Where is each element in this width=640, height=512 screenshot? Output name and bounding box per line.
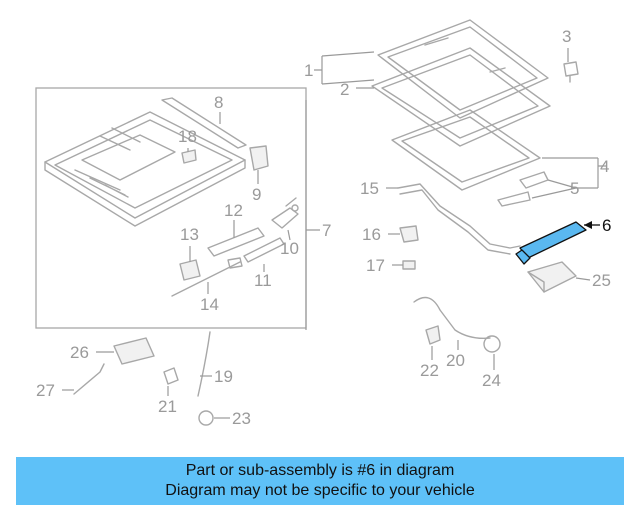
part-27-hose [73, 363, 105, 395]
sunroof-frame [44, 111, 246, 227]
part-22-clip [425, 325, 441, 345]
part-20-hose [413, 296, 491, 340]
label-21: 21 [158, 397, 177, 416]
label-11: 11 [254, 271, 272, 290]
label-9: 9 [252, 185, 261, 204]
label-1: 1 [304, 61, 313, 80]
leader-lines [62, 48, 606, 419]
part-25-module [527, 261, 577, 293]
part-26-unit [113, 337, 155, 365]
label-23: 23 [232, 409, 251, 428]
label-27: 27 [36, 381, 55, 400]
part-4-panel [391, 109, 541, 191]
label-15: 15 [360, 179, 379, 198]
label-17: 17 [366, 256, 385, 275]
label-12: 12 [224, 201, 243, 220]
parts-diagram: 1 2 3 4 5 6 7 8 9 10 11 12 13 14 15 16 1… [35, 19, 611, 428]
part-13-motor [179, 259, 201, 281]
part-9-bracket [249, 145, 269, 171]
label-16: 16 [362, 225, 381, 244]
part-17-clip [402, 260, 416, 270]
part-11-link [243, 237, 285, 263]
label-10: 10 [280, 239, 299, 258]
label-3: 3 [562, 27, 571, 46]
part-23-grommet [198, 410, 214, 426]
part-3-bolt [563, 61, 579, 83]
label-4: 4 [600, 157, 609, 176]
label-19: 19 [214, 367, 233, 386]
label-26: 26 [70, 343, 89, 362]
part-5-bracket-lower [497, 191, 531, 207]
part-18-clip [181, 149, 197, 164]
part-12-drive [207, 227, 265, 257]
label-24: 24 [482, 371, 501, 390]
label-7: 7 [322, 221, 331, 240]
part-6-highlighted [515, 221, 600, 265]
part-2-seal [371, 47, 551, 147]
part-5-bracket-upper [519, 171, 549, 189]
part-15-rail [397, 183, 521, 249]
part-8-strip [161, 97, 247, 149]
part-1-glass [377, 19, 549, 119]
info-banner: Part or sub-assembly is #6 in diagram Di… [16, 457, 624, 505]
label-8: 8 [214, 93, 223, 112]
label-13: 13 [180, 225, 199, 244]
banner-line-disclaimer: Diagram may not be specific to your vehi… [165, 482, 475, 499]
label-14: 14 [200, 295, 219, 314]
banner-line-part: Part or sub-assembly is #6 in diagram [185, 462, 455, 479]
label-2: 2 [340, 80, 349, 99]
label-6: 6 [602, 216, 611, 235]
label-20: 20 [446, 351, 465, 370]
label-18: 18 [178, 127, 197, 146]
part-16-pad [399, 225, 419, 243]
part-10-bracket [271, 197, 299, 229]
label-22: 22 [420, 361, 439, 380]
frame-assembly-inset-box [35, 87, 307, 329]
label-5: 5 [570, 179, 579, 198]
part-19-hose [197, 331, 211, 397]
part-21-clip [163, 367, 179, 385]
part-24-grommet [483, 335, 501, 353]
part-14-cable [171, 261, 241, 297]
label-25: 25 [592, 271, 611, 290]
part-10-screw [291, 204, 299, 212]
